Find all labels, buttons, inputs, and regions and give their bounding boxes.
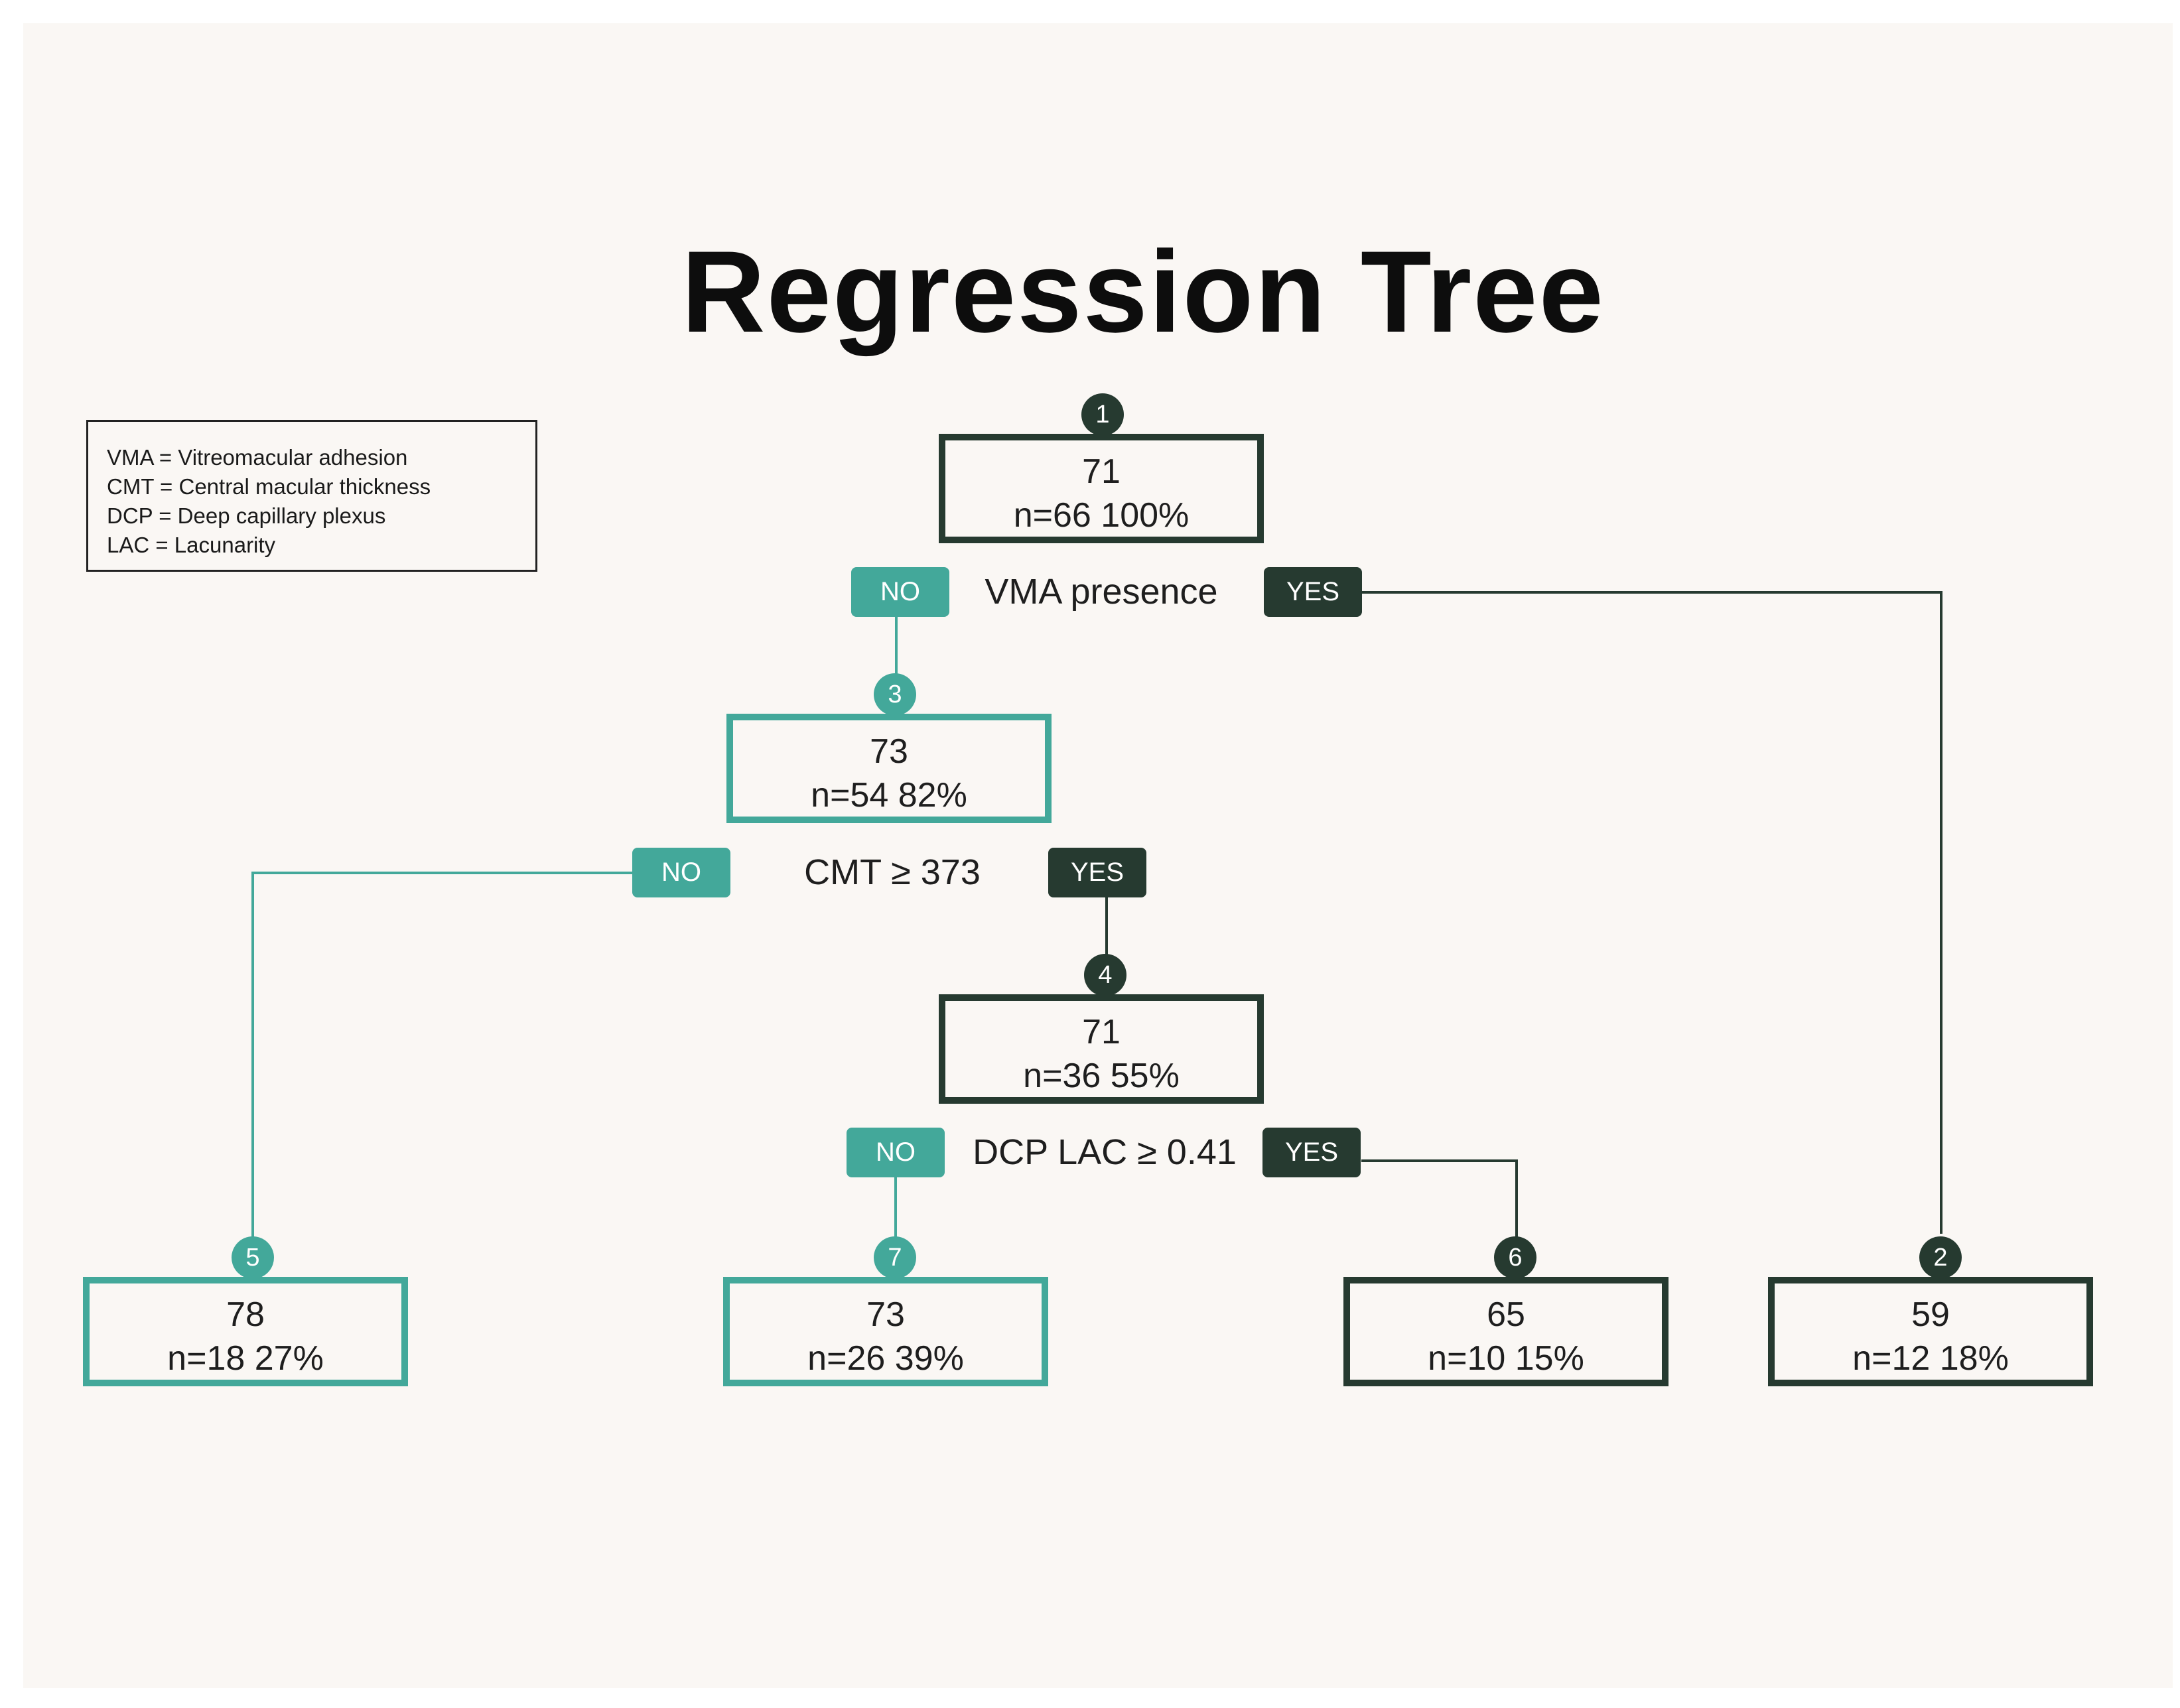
edge-3-to-5 [251, 872, 634, 1238]
edge-1-to-2 [1361, 591, 1942, 1234]
legend-item: CMT = Central macular thickness [107, 474, 431, 499]
node-5-value: 78 [226, 1295, 265, 1334]
node-4-number-badge: 4 [1084, 954, 1126, 996]
edge-4-to-6 [1361, 1159, 1518, 1238]
node-7-value: 73 [866, 1295, 905, 1334]
split-3-yes-tag: YES [1262, 1128, 1361, 1177]
node-1-value: 71 [1082, 452, 1121, 491]
abbreviation-legend: VMA = Vitreomacular adhesion CMT = Centr… [86, 420, 537, 572]
node-4-count: n=36 55% [1023, 1057, 1180, 1095]
split-2-condition: CMT ≥ 373 [804, 852, 981, 892]
node-7-number-badge: 7 [874, 1236, 916, 1279]
split-2-yes-tag: YES [1048, 848, 1146, 897]
legend-item: DCP = Deep capillary plexus [107, 503, 386, 528]
node-6-value: 65 [1487, 1295, 1525, 1334]
split-3-no-tag: NO [847, 1128, 945, 1177]
node-2-value: 59 [1911, 1295, 1950, 1334]
node-3-box: 73 n=54 82% [726, 714, 1052, 823]
node-2-number-badge: 2 [1919, 1236, 1962, 1279]
node-2-box: 59 n=12 18% [1768, 1277, 2093, 1386]
node-4-box: 71 n=36 55% [939, 994, 1264, 1104]
node-1-number-badge: 1 [1081, 393, 1124, 436]
node-2-count: n=12 18% [1852, 1339, 2009, 1378]
node-6-count: n=10 15% [1428, 1339, 1584, 1378]
node-3-number-badge: 3 [874, 673, 916, 716]
node-1-box: 71 n=66 100% [939, 434, 1264, 543]
node-3-value: 73 [870, 732, 908, 771]
split-1-yes-tag: YES [1264, 567, 1362, 617]
split-3-condition: DCP LAC ≥ 0.41 [973, 1132, 1237, 1172]
node-5-count: n=18 27% [167, 1339, 324, 1378]
split-1-no-tag: NO [851, 567, 949, 617]
node-3-count: n=54 82% [811, 776, 967, 815]
diagram-title: Regression Tree [681, 228, 1605, 357]
node-7-count: n=26 39% [807, 1339, 964, 1378]
split-1-condition: VMA presence [985, 572, 1218, 612]
split-2-no-tag: NO [632, 848, 730, 897]
node-5-box: 78 n=18 27% [83, 1277, 408, 1386]
legend-item: VMA = Vitreomacular adhesion [107, 445, 408, 470]
node-6-number-badge: 6 [1494, 1236, 1536, 1279]
node-7-box: 73 n=26 39% [723, 1277, 1048, 1386]
node-6-box: 65 n=10 15% [1343, 1277, 1669, 1386]
node-5-number-badge: 5 [232, 1236, 274, 1279]
node-4-value: 71 [1082, 1013, 1121, 1051]
legend-item: LAC = Lacunarity [107, 533, 276, 557]
node-1-count: n=66 100% [1013, 496, 1190, 535]
